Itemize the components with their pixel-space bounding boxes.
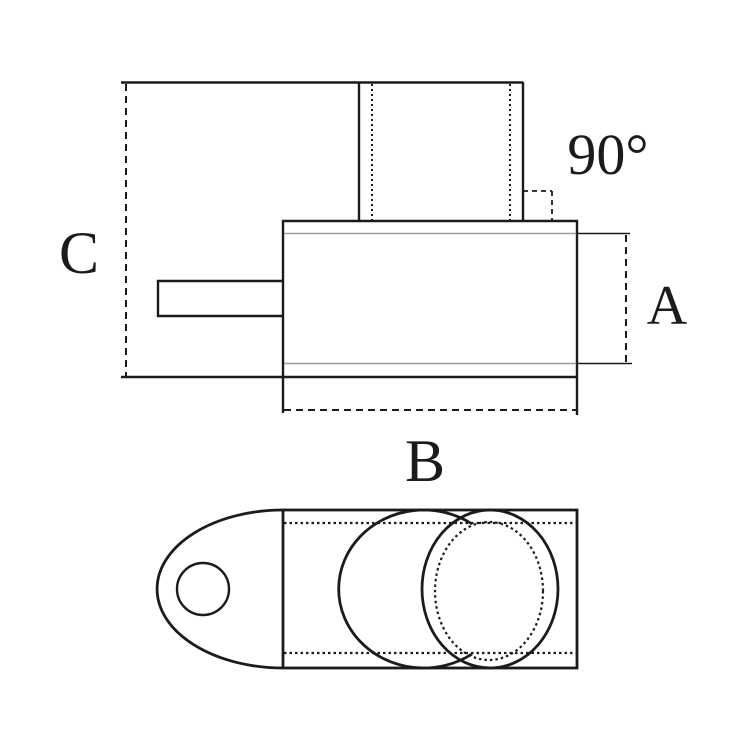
tube-inner-hidden-circle [433, 520, 545, 662]
bolt-hole-circle [175, 561, 231, 617]
dimension-label-c: C [58, 220, 100, 286]
body-outline [281, 219, 579, 415]
bottom-view [155, 508, 579, 670]
front-view [121, 81, 632, 415]
tube-base-circle-arc [337, 508, 473, 670]
dimension-label-a: A [646, 275, 688, 337]
palm-outline [155, 508, 284, 670]
dimension-label-b: B [404, 428, 446, 494]
angle-label: 90° [567, 122, 649, 187]
cable-tab-outline [156, 279, 283, 318]
tube-outer-circle [420, 508, 560, 670]
barrel-outline [281, 508, 579, 670]
